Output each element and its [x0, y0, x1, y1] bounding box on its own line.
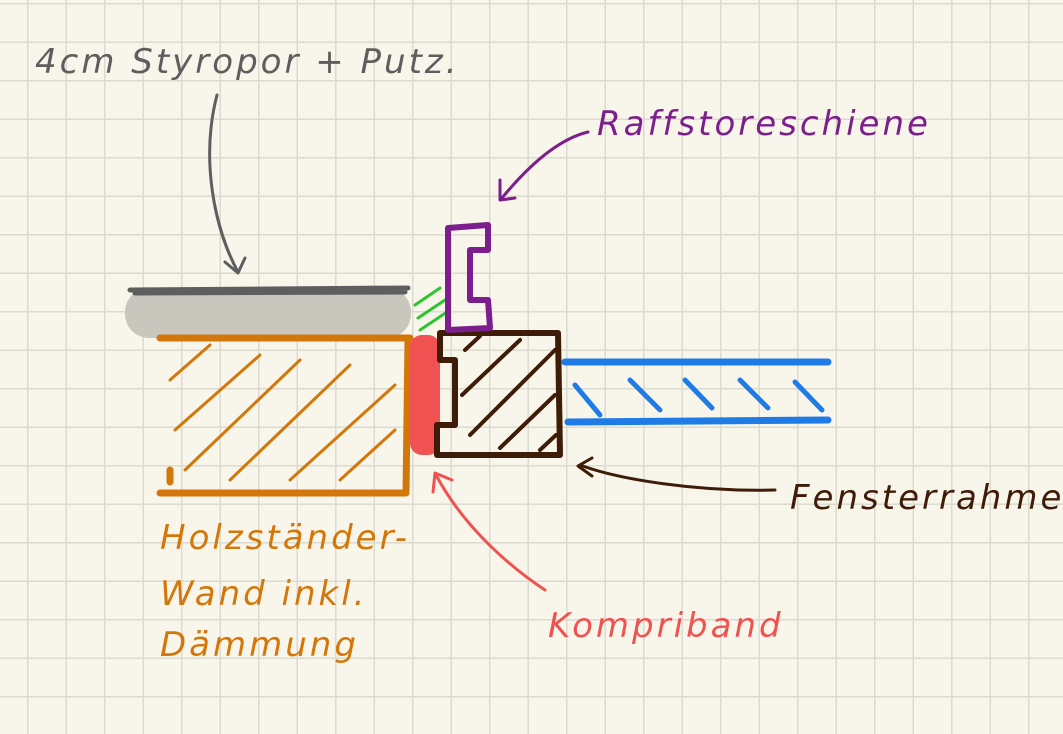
arrow-rail	[498, 130, 590, 202]
raffstore-rail	[445, 222, 493, 333]
label-wall-line-1: Holzständer-	[160, 518, 410, 558]
label-raffstore-rail: Raffstoreschiene	[597, 104, 931, 144]
arrow-tape	[431, 471, 547, 592]
window-frame	[434, 330, 563, 458]
label-wall-line-2: Wand inkl.	[160, 574, 368, 614]
label-insulation: 4cm Styropor + Putz.	[35, 42, 460, 82]
arrow-frame	[576, 456, 777, 492]
label-compression-tape: Kompriband	[548, 606, 784, 646]
arrow-insulation	[208, 93, 247, 275]
label-window-frame: Fensterrahmen	[790, 478, 1063, 518]
compression-tape	[410, 335, 440, 455]
green-seal-hatch	[413, 286, 449, 332]
insulation-plaster	[125, 285, 411, 338]
wooden-stud-wall	[156, 334, 414, 497]
glass-pane	[561, 358, 832, 426]
label-wall-line-3: Dämmung	[160, 625, 359, 665]
